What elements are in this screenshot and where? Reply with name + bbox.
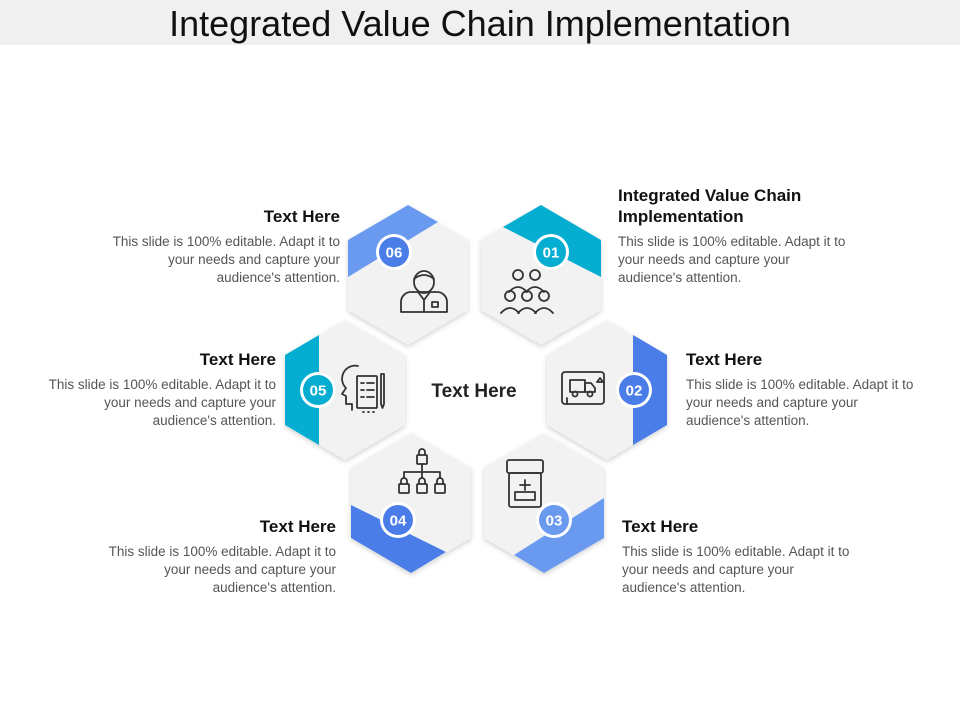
medicine-jar-icon (506, 459, 544, 508)
title-bar (0, 0, 960, 45)
head-checklist-icon (341, 364, 385, 413)
hexagon-04-band (351, 505, 446, 573)
hexagon-03-number: 03 (546, 513, 563, 530)
item-01-body: This slide is 100% editable. Adapt it to… (618, 234, 846, 285)
item-04-text: Text Here This slide is 100% editable. A… (106, 516, 336, 597)
delivery-truck-icon (561, 371, 605, 405)
item-03-text: Text Here This slide is 100% editable. A… (622, 516, 852, 597)
hexagon-02: 02 (547, 320, 667, 460)
item-01-heading: Integrated Value Chain Implementation (618, 186, 802, 226)
item-06-body: This slide is 100% editable. Adapt it to… (112, 234, 340, 285)
hexagon-04: 04 (351, 433, 471, 573)
item-02-heading: Text Here (686, 350, 763, 369)
hexagon-06-number: 06 (386, 245, 403, 262)
item-03-heading: Text Here (622, 517, 699, 536)
slide-title: Integrated Value Chain Implementation (169, 3, 791, 44)
item-06-heading: Text Here (263, 207, 340, 226)
hexagon-06: 06 (348, 205, 468, 345)
hexagon-05: 05 (285, 320, 405, 460)
hierarchy-icon (398, 448, 446, 494)
hexagon-05-number: 05 (310, 383, 327, 400)
item-01-text: Integrated Value Chain Implementation Th… (618, 185, 853, 287)
item-02-body: This slide is 100% editable. Adapt it to… (686, 377, 914, 428)
hexagon-04-number: 04 (390, 513, 407, 530)
item-03-body: This slide is 100% editable. Adapt it to… (622, 544, 850, 595)
hexagon-01: 01 (481, 205, 601, 345)
team-icon (500, 269, 554, 314)
item-06-text: Text Here This slide is 100% editable. A… (110, 206, 340, 287)
center-label: Text Here (431, 381, 516, 402)
item-04-heading: Text Here (259, 517, 336, 536)
item-05-body: This slide is 100% editable. Adapt it to… (48, 377, 276, 428)
item-04-body: This slide is 100% editable. Adapt it to… (108, 544, 336, 595)
hexagon-01-number: 01 (543, 245, 560, 262)
item-05-heading: Text Here (199, 350, 276, 369)
businessman-icon (400, 270, 448, 313)
hexagon-03: 03 (484, 433, 604, 573)
item-05-text: Text Here This slide is 100% editable. A… (46, 349, 276, 430)
hexagon-02-number: 02 (626, 383, 643, 400)
item-02-text: Text Here This slide is 100% editable. A… (686, 349, 916, 430)
